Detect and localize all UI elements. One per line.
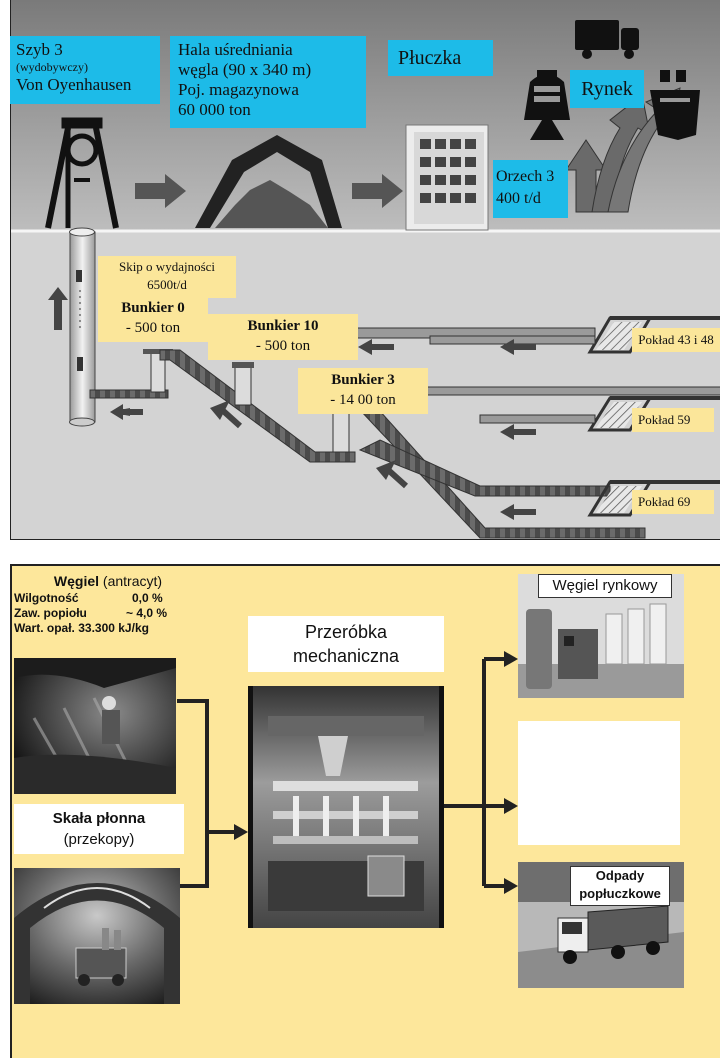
hall-title: Hala uśredniania [178, 40, 293, 59]
bunker3-label: Bunkier 3 - 14 00 ton [298, 368, 428, 414]
coal-title-rest: (antracyt) [99, 573, 163, 589]
arrow-right-icon [234, 824, 248, 840]
processing-panel: Węgiel (antracyt) Wilgotność 0,0 % Zaw. … [10, 564, 720, 1058]
seam-box [587, 396, 720, 432]
coal-title: Węgiel (antracyt) [14, 572, 202, 590]
coal-info-block: Węgiel (antracyt) Wilgotność 0,0 % Zaw. … [14, 572, 202, 636]
hall-capacity-value: 60 000 ton [178, 100, 251, 119]
coal-calorific-value: Wart. opał. 33.300 kJ/kg [14, 621, 149, 635]
waste-label: Odpady popłuczkowe [570, 866, 670, 906]
market-coal-label: Węgiel rynkowy [538, 574, 672, 598]
arrow-right-icon [504, 651, 518, 667]
rock-subtitle: (przekopy) [63, 831, 135, 848]
washery-building-icon [405, 124, 489, 231]
seam-box [587, 480, 720, 517]
coal-ash-label: Zaw. popiołu [14, 606, 87, 620]
bunker0-label: Bunkier 0 - 500 ton [98, 296, 208, 342]
coal-moisture-row: Wilgotność 0,0 % [14, 591, 202, 606]
nut-coal-name: Orzech 3 [496, 168, 555, 185]
arrow-right-icon [504, 798, 518, 814]
waste-line1: Odpady [595, 868, 645, 883]
seam-label-69: Pokład 69 [632, 490, 714, 514]
processing-line2: mechaniczna [292, 646, 400, 666]
hall-dimensions: węgla (90 x 340 m) [178, 60, 312, 79]
rock-tunnel-photo [14, 868, 180, 1004]
bunker3-capacity: - 14 00 ton [330, 392, 396, 408]
coal-moisture-label: Wilgotność [14, 591, 79, 605]
coal-mining-photo [14, 658, 176, 794]
truck-icon [575, 20, 639, 59]
processing-flow-lines [177, 651, 518, 894]
arrow-left-icon [500, 339, 514, 355]
arrow-right-icon [504, 878, 518, 894]
arrow-right-icon [352, 174, 403, 208]
hall-label: Hala uśredniania węgla (90 x 340 m) Poj.… [170, 36, 366, 128]
processing-title: Przeróbka mechaniczna [248, 616, 444, 672]
processing-line1: Przeróbka [304, 622, 388, 642]
seam-box [587, 316, 720, 354]
mine-diagram-panel: Szyb 3 (wydobywczy) Von Oyenhausen Hala … [10, 0, 720, 540]
coal-ash-value: ~ 4,0 % [126, 606, 168, 620]
shaft-name: Szyb 3 [16, 40, 63, 59]
nut-coal-rate: 400 t/d [496, 190, 541, 207]
rock-title: Skała płonna [52, 810, 146, 827]
seam-label-43-48: Pokład 43 i 48 [632, 328, 720, 352]
arrow-left-icon [500, 424, 514, 440]
arrow-up-icon [48, 287, 68, 300]
nut-coal-label: Orzech 3 400 t/d [493, 160, 568, 218]
arrow-left-icon [500, 504, 514, 520]
arrow-left-icon [358, 339, 372, 355]
washery-label: Płuczka [388, 40, 493, 76]
market-label: Rynek [570, 70, 644, 108]
waste-line2: popłuczkowe [579, 886, 661, 901]
shaft-label: Szyb 3 (wydobywczy) Von Oyenhausen [10, 36, 160, 104]
coal-ash-row: Zaw. popiołu ~ 4,0 % [14, 606, 202, 621]
skip-rate: 6500t/d [147, 277, 187, 292]
storage-hall-icon [195, 135, 342, 228]
arrow-left-icon [110, 404, 123, 420]
bunker10-label: Bunkier 10 - 500 ton [208, 314, 358, 360]
locomotive-icon [524, 70, 570, 140]
arrow-right-icon [135, 174, 186, 208]
middle-output-box [518, 721, 680, 845]
bunker0-capacity: - 500 ton [125, 320, 181, 336]
hall-capacity-label: Poj. magazynowa [178, 80, 299, 99]
coal-moisture-value: 0,0 % [132, 591, 163, 605]
shaft-type: (wydobywczy) [16, 60, 88, 74]
bunker3-name: Bunkier 3 [331, 372, 395, 388]
skip-title: Skip o wydajności [118, 259, 216, 274]
headframe-icon [45, 117, 119, 229]
rock-label-box: Skała płonna (przekopy) [14, 804, 184, 854]
seam-label-59: Pokład 59 [632, 408, 714, 432]
ship-icon [650, 70, 700, 140]
processing-plant-photo [248, 686, 444, 928]
bunker10-name: Bunkier 10 [247, 318, 319, 334]
shaft-operator: Von Oyenhausen [16, 75, 132, 94]
bunker10-capacity: - 500 ton [255, 338, 311, 354]
bunker0-name: Bunkier 0 [121, 300, 185, 316]
skip-label: Skip o wydajności 6500t/d [98, 256, 236, 298]
coal-title-bold: Węgiel [53, 573, 100, 589]
